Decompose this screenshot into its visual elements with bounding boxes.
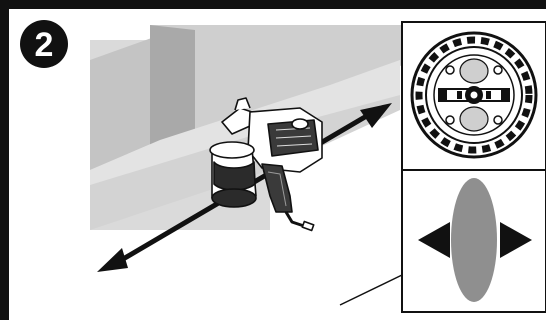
step-badge: 2 xyxy=(20,20,68,68)
paint-sprayer xyxy=(209,97,323,232)
arrow-right-icon xyxy=(500,222,532,258)
floor-line xyxy=(339,274,403,306)
arrow-left-icon xyxy=(418,222,450,258)
inset-spray-pattern xyxy=(401,169,546,313)
inset-nozzle-face xyxy=(401,21,546,171)
spray-oval xyxy=(451,178,497,302)
step-number: 2 xyxy=(35,26,54,64)
nozzle-ring-icon xyxy=(410,31,538,159)
